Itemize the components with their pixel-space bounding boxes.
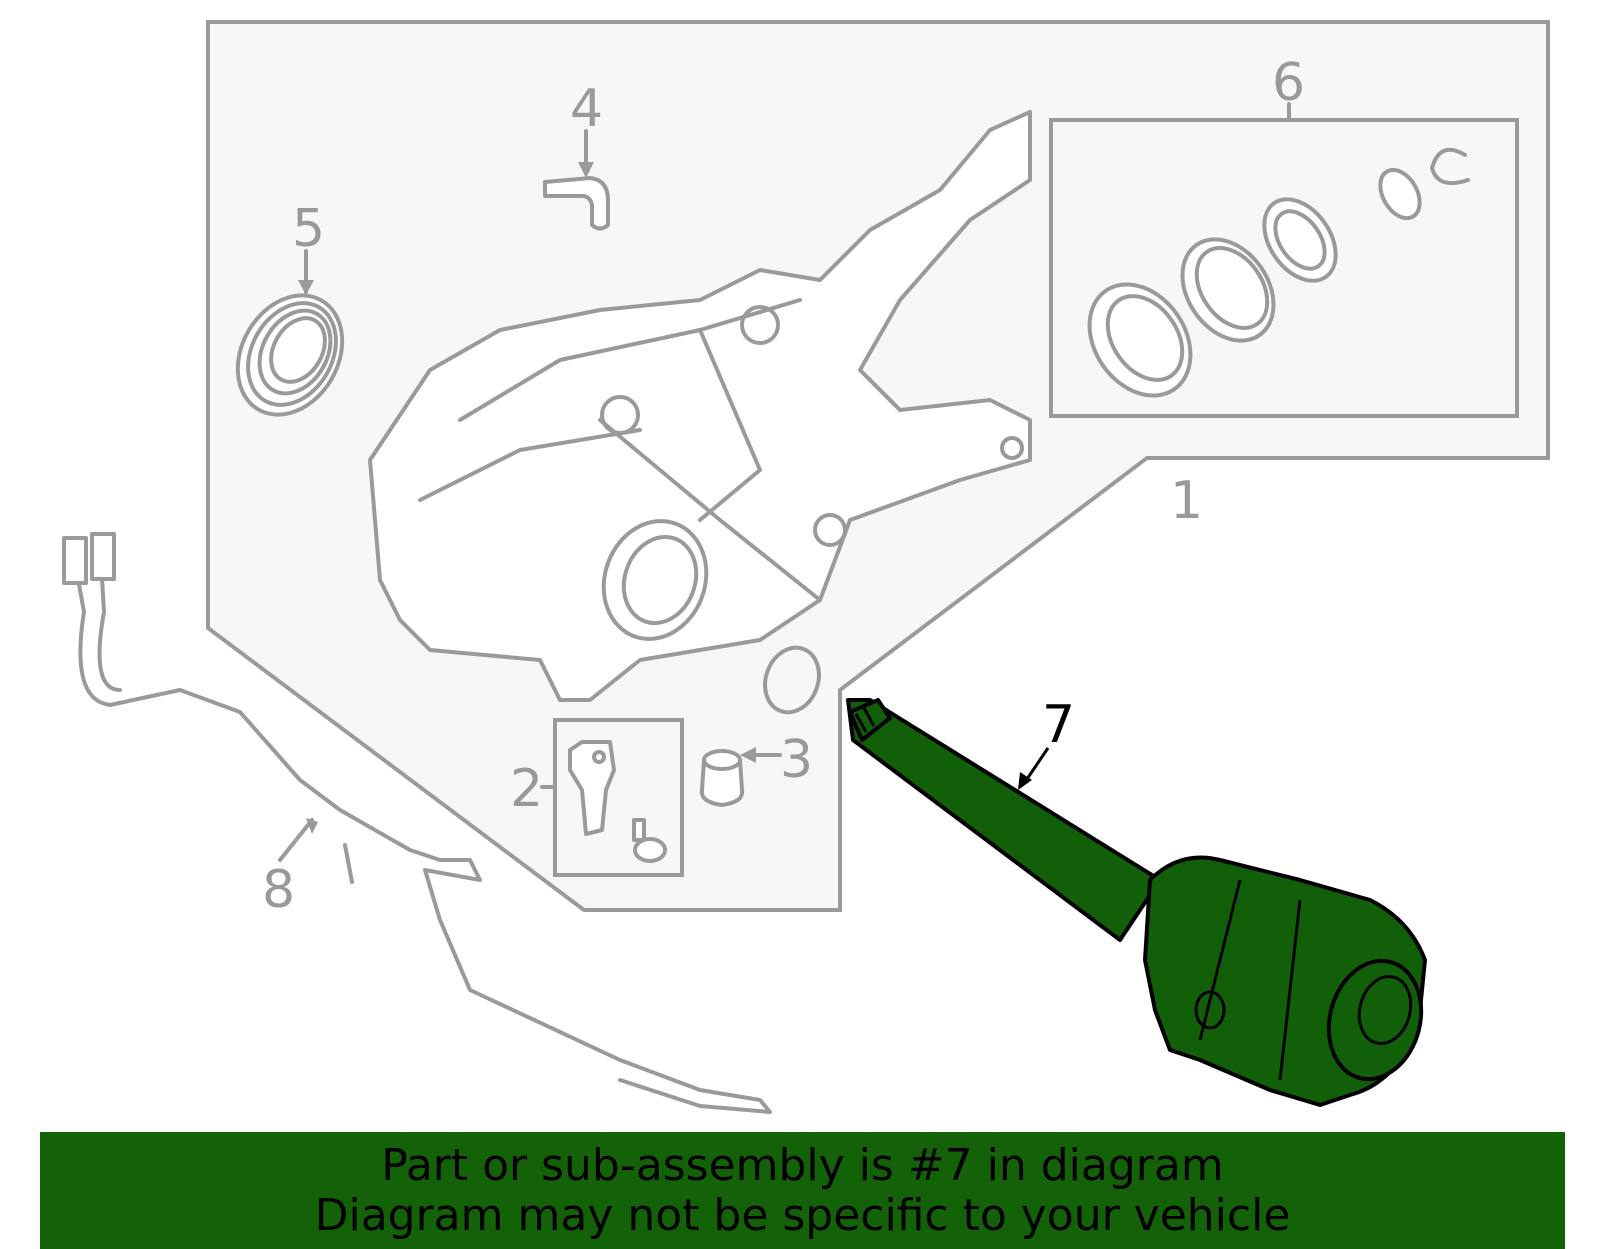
callout-4[interactable]: 4 bbox=[570, 79, 603, 139]
callout-5[interactable]: 5 bbox=[292, 199, 325, 259]
nut-part-3 bbox=[699, 747, 782, 807]
axle-shaft-part-7 bbox=[846, 698, 1427, 1107]
callout-1[interactable]: 1 bbox=[1170, 471, 1203, 531]
harness-part-8 bbox=[62, 532, 772, 1114]
callout-3[interactable]: 3 bbox=[780, 730, 813, 790]
seal-kit-part-6 bbox=[1087, 147, 1470, 398]
callout-2[interactable]: 2 bbox=[510, 759, 543, 819]
axle-housing-part-1 bbox=[368, 110, 1032, 715]
banner-line-part-number: Part or sub-assembly is #7 in diagram bbox=[381, 1139, 1224, 1191]
callout-8[interactable]: 8 bbox=[262, 860, 295, 920]
banner-line-disclaimer: Diagram may not be specific to your vehi… bbox=[314, 1189, 1291, 1241]
vent-part-4 bbox=[543, 129, 610, 231]
info-banner: Part or sub-assembly is #7 in diagram Di… bbox=[40, 1132, 1565, 1249]
callout-7[interactable]: 7 bbox=[1042, 695, 1075, 755]
banner-background bbox=[40, 1132, 1565, 1249]
seal-part-5 bbox=[235, 249, 345, 417]
callout-6[interactable]: 6 bbox=[1272, 53, 1305, 113]
bracket-part-2 bbox=[540, 740, 667, 863]
